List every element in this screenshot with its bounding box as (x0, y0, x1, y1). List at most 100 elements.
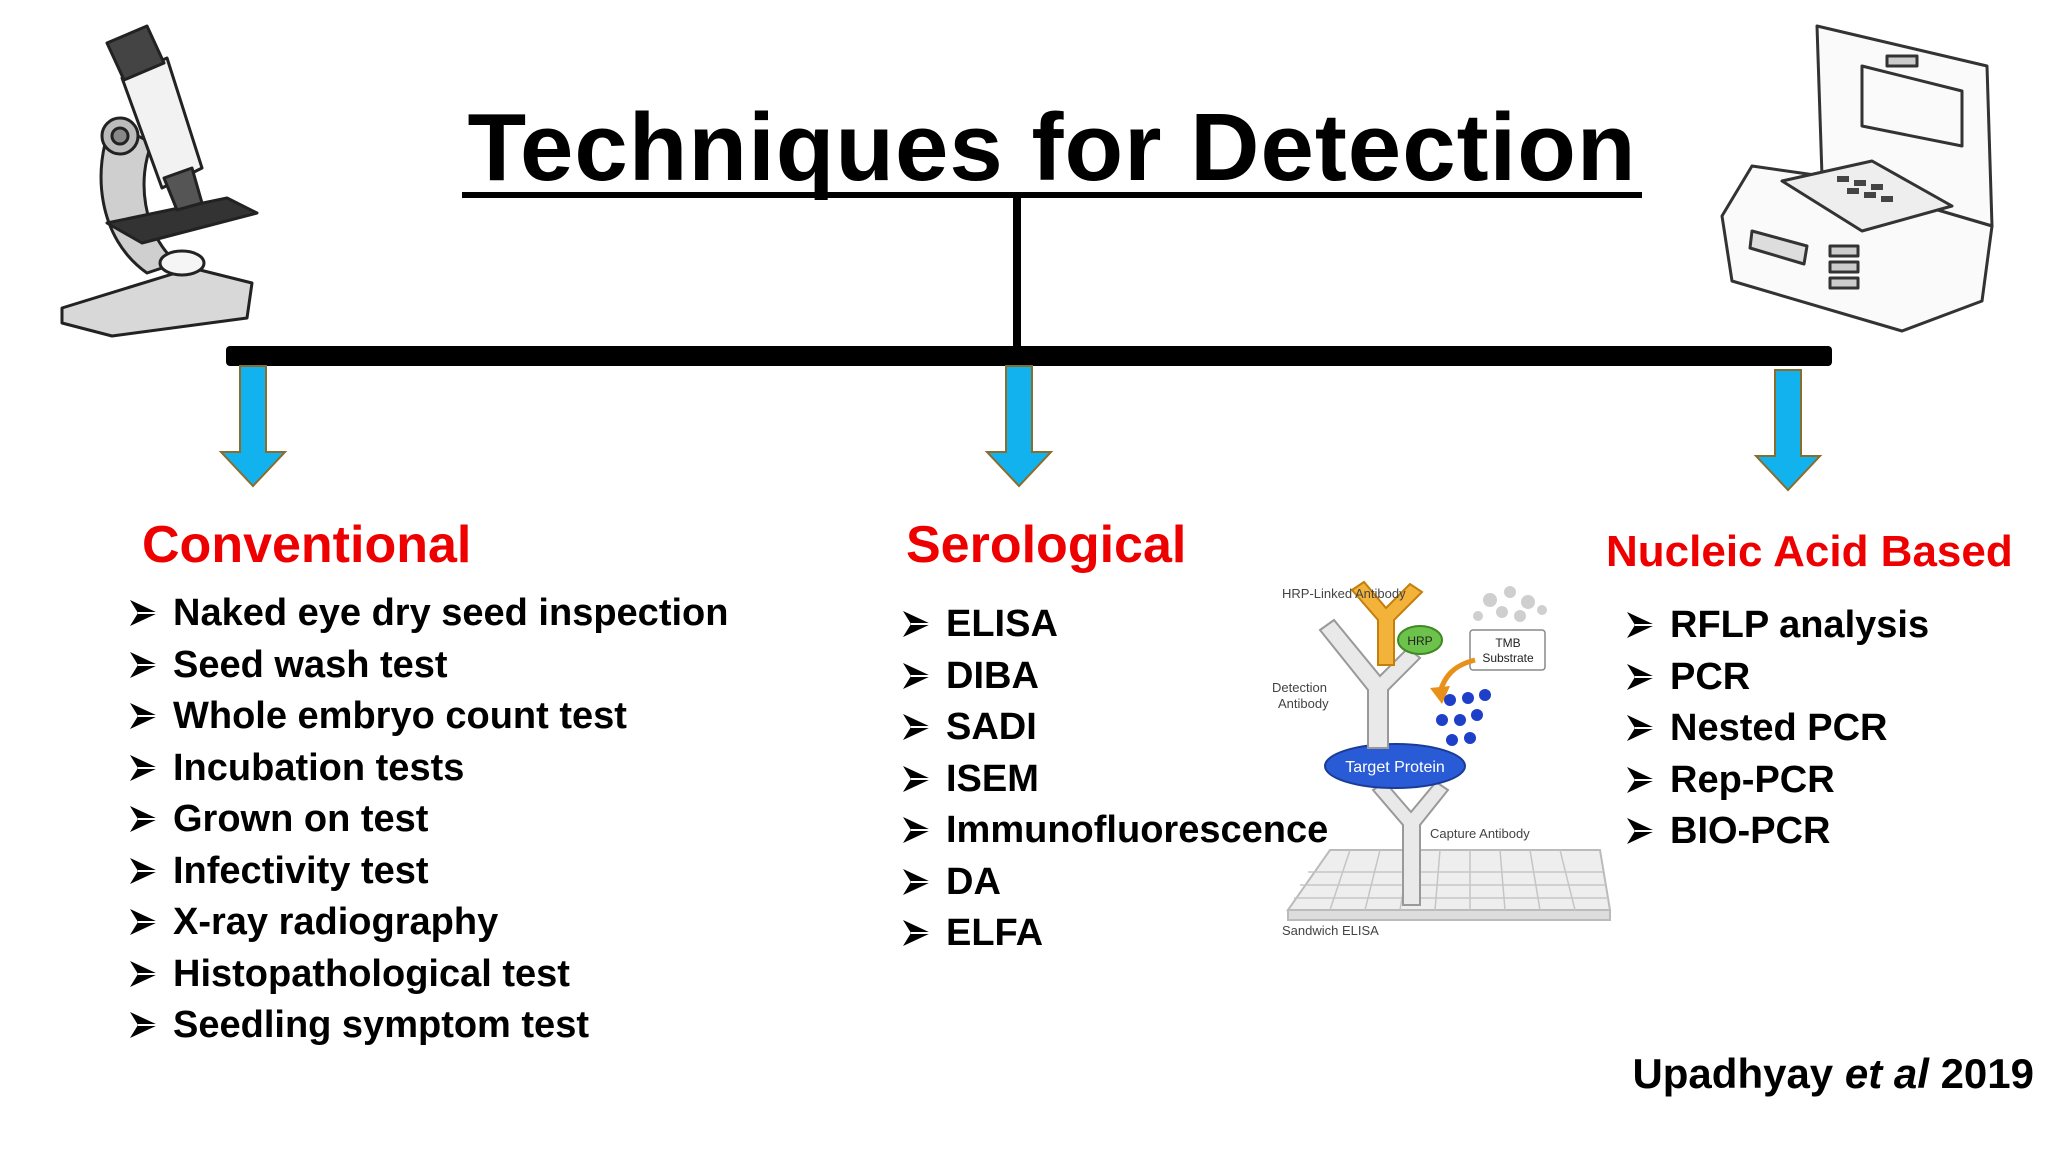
list-item: Incubation tests (128, 743, 728, 795)
arrow-bullet-icon (130, 909, 158, 935)
list-item-text: DIBA (946, 654, 1039, 697)
svg-text:Sandwich ELISA: Sandwich ELISA (1282, 923, 1379, 938)
arrow-bullet-icon (903, 920, 931, 946)
list-item: PCR (1625, 652, 1929, 704)
arrow-bullet-icon (130, 754, 158, 781)
list-item: ELFA (901, 908, 1328, 960)
svg-text:Capture Antibody: Capture Antibody (1430, 826, 1530, 841)
list-item-text: Histopathological test (173, 952, 570, 995)
connector-stem (1013, 198, 1021, 348)
list-item-text: DA (946, 860, 1001, 903)
down-arrow-icon (984, 365, 1054, 488)
list-item-text: BIO-PCR (1670, 810, 1831, 852)
heading-conventional: Conventional (142, 516, 472, 574)
list-item-text: Whole embryo count test (173, 695, 627, 737)
svg-text:HRP-Linked Antibody: HRP-Linked Antibody (1282, 586, 1406, 601)
arrow-bullet-icon (130, 1012, 158, 1038)
list-item: DIBA (901, 651, 1328, 703)
page-title: Techniques for Detection (467, 94, 1637, 201)
product-molecules (1436, 689, 1491, 746)
down-arrow-icon (218, 365, 288, 488)
arrow-bullet-icon (903, 817, 931, 843)
hrp-icon (1397, 625, 1443, 655)
title-underline (462, 192, 1642, 198)
capture-antibody-icon (1371, 780, 1450, 906)
list-item-text: Immunofluorescence (946, 809, 1329, 851)
list-item: Nested PCR (1625, 703, 1929, 755)
arrow-bullet-icon (130, 960, 158, 987)
microplate-icon (1286, 849, 1612, 921)
arrow-bullet-icon (903, 868, 931, 895)
list-item: Immunofluorescence (901, 805, 1328, 857)
list-item: Infectivity test (128, 846, 728, 898)
list-item: Whole embryo count test (128, 691, 728, 743)
svg-text:Substrate: Substrate (1482, 651, 1534, 665)
heading-serological: Serological (906, 516, 1187, 574)
microscope-icon (60, 24, 259, 338)
arrow-bullet-icon (1627, 818, 1655, 844)
arrow-bullet-icon (1627, 715, 1655, 741)
list-item-text: Seedling symptom test (173, 1004, 589, 1046)
target-protein-icon (1324, 743, 1466, 789)
hrp-linked-antibody-icon (1350, 580, 1424, 666)
list-item-text: SADI (946, 706, 1037, 748)
substrate-molecules (1473, 586, 1547, 622)
arrow-bullet-icon (903, 611, 931, 637)
arrow-bullet-icon (903, 765, 931, 792)
arrow-bullet-icon (903, 714, 931, 740)
list-item: ISEM (901, 754, 1328, 806)
list-item: Histopathological test (128, 949, 728, 1001)
svg-text:Antibody: Antibody (1278, 696, 1329, 711)
list-item: RFLP analysis (1625, 600, 1929, 652)
list-item-text: Incubation tests (173, 746, 465, 789)
list-item-text: RFLP analysis (1670, 604, 1930, 646)
list-item-text: PCR (1670, 655, 1751, 698)
arrow-bullet-icon (130, 651, 158, 678)
down-arrow-icon (1753, 369, 1823, 492)
connector-bar (226, 346, 1832, 366)
svg-text:Target Protein: Target Protein (1345, 759, 1445, 776)
svg-text:HRP: HRP (1407, 634, 1432, 648)
svg-text:TMB: TMB (1495, 636, 1520, 650)
arrow-bullet-icon (130, 703, 158, 729)
list-item-text: ELISA (946, 603, 1058, 645)
list-item-text: Rep-PCR (1670, 758, 1835, 801)
arrow-bullet-icon (903, 662, 931, 689)
list-item-text: Seed wash test (173, 643, 448, 686)
list-item: Grown on test (128, 794, 728, 846)
list-item-text: Nested PCR (1670, 707, 1888, 749)
svg-text:Detection: Detection (1272, 680, 1327, 695)
sandwich-elisa-diagram: Target Protein HRP TMB Substrate HRP-Lin… (1272, 580, 1612, 938)
citation-year: 2019 (1940, 1050, 2034, 1097)
list-item: DA (901, 857, 1328, 909)
pcr-thermocycler-icon (1720, 24, 1994, 333)
list-item-text: Naked eye dry seed inspection (173, 592, 729, 634)
list-item-text: ELFA (946, 912, 1044, 954)
arrow-bullet-icon (130, 857, 158, 884)
list-item: ELISA (901, 599, 1328, 651)
detection-antibody-icon (1318, 618, 1422, 749)
arrow-bullet-icon (130, 806, 158, 832)
list-item-text: Infectivity test (173, 849, 429, 892)
citation-author: Upadhyay (1632, 1050, 1834, 1097)
list-item: SADI (901, 702, 1328, 754)
list-item: Seedling symptom test (128, 1000, 728, 1052)
list-item: Naked eye dry seed inspection (128, 588, 728, 640)
heading-nucleic-acid-based: Nucleic Acid Based (1606, 527, 2013, 576)
list-item-text: ISEM (946, 757, 1039, 800)
list-item: Seed wash test (128, 640, 728, 692)
list-item: Rep-PCR (1625, 755, 1929, 807)
list-item: X-ray radiography (128, 897, 728, 949)
citation-etal: et al (1844, 1050, 1929, 1097)
arrow-bullet-icon (1627, 766, 1655, 793)
list-item: BIO-PCR (1625, 806, 1929, 858)
list-item-text: X-ray radiography (173, 901, 499, 943)
arrow-bullet-icon (1627, 663, 1655, 690)
arrow-bullet-icon (1627, 612, 1655, 638)
arrow-bullet-icon (130, 600, 158, 626)
citation: Upadhyay et al 2019 (1632, 1050, 2034, 1098)
list-item-text: Grown on test (173, 798, 429, 840)
